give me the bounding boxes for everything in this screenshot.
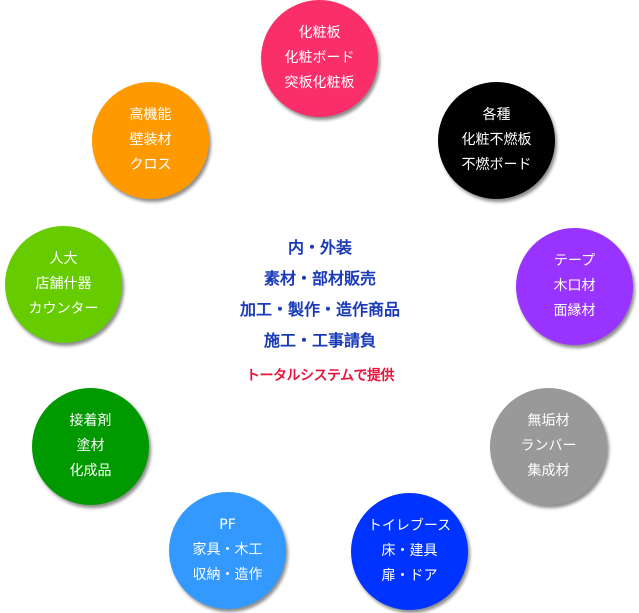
circle-line: 不燃ボード [461, 157, 532, 173]
circle-line: 扉・ドア [381, 568, 438, 584]
circle-wall-material[interactable]: 高機能 壁装材 クロス [92, 82, 209, 199]
circle-line: 突板化粧板 [284, 75, 355, 91]
circle-edge-tape[interactable]: テープ 木口材 面縁材 [516, 228, 633, 345]
circle-line: PF [219, 517, 236, 533]
circle-line: 床・建具 [381, 543, 438, 559]
circle-line: ランバー [520, 438, 577, 454]
circle-line: 高機能 [129, 107, 172, 123]
circle-line: 家具・木工 [192, 542, 263, 558]
circle-line: 面縁材 [553, 303, 596, 319]
circle-toilet-booth[interactable]: トイレブース 床・建具 扉・ドア [351, 493, 468, 610]
circle-line: 壁装材 [129, 132, 172, 148]
circle-noncombustible[interactable]: 各種 化粧不燃板 不燃ボード [438, 82, 555, 199]
center-tagline: トータルシステムで提供 [245, 368, 395, 384]
circle-line: 化粧不燃板 [461, 132, 532, 148]
circle-line: 収納・造作 [192, 567, 263, 583]
circle-line: クロス [129, 157, 172, 173]
circle-line: トイレブース [367, 518, 452, 534]
circle-line: 人大 [49, 251, 78, 267]
circle-store-fixture[interactable]: 人大 店舗什器 カウンター [5, 226, 122, 343]
center-summary: 内・外装 素材・部材販売 加工・製作・造作商品 施工・工事請負 トータルシステム… [200, 232, 440, 386]
circle-adhesive[interactable]: 接着剤 塗材 化成品 [32, 388, 149, 505]
circle-line: 集成材 [527, 463, 570, 479]
circle-decorative-board[interactable]: 化粧板 化粧ボード 突板化粧板 [261, 0, 378, 117]
circle-line: 木口材 [553, 278, 596, 294]
center-line-processing: 加工・製作・造作商品 [239, 300, 400, 319]
circle-line: 化粧板 [298, 25, 341, 41]
circle-line: 化成品 [69, 463, 112, 479]
circle-line: 無垢材 [527, 413, 570, 429]
center-line-interior-exterior: 内・外装 [287, 238, 352, 257]
center-line-materials-sales: 素材・部材販売 [263, 269, 376, 288]
circle-line: テープ [553, 253, 596, 269]
circle-pf-furniture[interactable]: PF 家具・木工 収納・造作 [169, 492, 286, 609]
circle-line: カウンター [28, 301, 99, 317]
circle-line: 化粧ボード [284, 50, 355, 66]
circle-line: 各種 [482, 107, 511, 123]
circle-line: 塗材 [76, 438, 105, 454]
circle-line: 接着剤 [69, 413, 112, 429]
circle-solid-wood[interactable]: 無垢材 ランバー 集成材 [490, 388, 607, 505]
center-line-construction: 施工・工事請負 [263, 331, 376, 350]
circle-line: 店舗什器 [35, 276, 92, 292]
